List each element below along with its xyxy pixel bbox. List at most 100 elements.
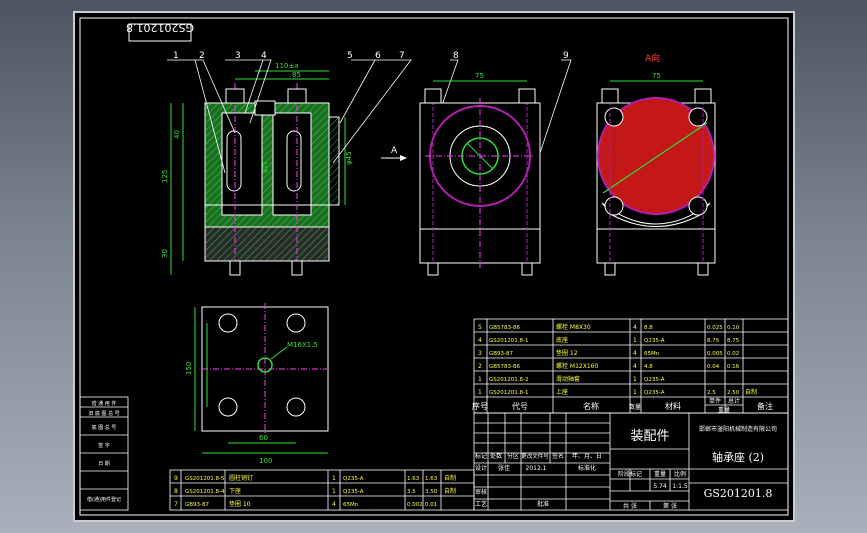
label-sign: 签名: [552, 452, 564, 460]
bom-bottom-r1-c5: 3.5: [407, 489, 416, 495]
weight-value: 5.74: [653, 483, 667, 490]
code-box: [128, 23, 192, 42]
bom-bottom-r1-c3: 1: [332, 488, 336, 495]
section-mark: A: [391, 146, 398, 156]
bom-bottom-r2-c4: 65Mn: [343, 502, 359, 508]
dim-thread: M16X1.5: [287, 341, 318, 349]
bom-header-code: 代号: [512, 401, 528, 411]
label-scale: 比例: [674, 470, 686, 478]
bom-right-r0-c3: 4: [633, 324, 637, 331]
bom-bottom-r1-c2: 下座: [229, 487, 241, 495]
assembly-title: 装配件: [630, 429, 669, 444]
bom-right-r2-c4: 65Mn: [644, 351, 660, 357]
bom-header-qty: 数量: [629, 403, 641, 411]
balloon-6: 6: [375, 51, 381, 61]
inner-border: [79, 17, 789, 516]
bom-bottom-r1-c0: 8: [174, 488, 178, 495]
label-zone: 分区: [507, 452, 519, 460]
bom-right-r5-c7: 自制: [745, 388, 757, 396]
balloon-2: 2: [199, 51, 205, 61]
bom-right-r0-c5: 0.025: [707, 325, 723, 331]
bom-right-r1-c1: GS201201.8-1: [489, 338, 528, 344]
bom-right-r4-c2: 滑动轴套: [556, 375, 580, 383]
label-std: 标准化: [578, 464, 596, 472]
label-process: 工艺: [475, 500, 487, 508]
bom-right-r0-c1: GB5783-86: [489, 325, 521, 331]
strip-item-2: 旧 底 图 总 号: [88, 410, 119, 417]
bom-right-r5-c5: 2.5: [707, 390, 716, 396]
dim-40: 40: [173, 130, 181, 139]
bom-bottom-r0-c2: 圆柱销钉: [229, 474, 253, 482]
balloon-8: 8: [453, 51, 459, 61]
dim-110: 110±a: [275, 62, 299, 70]
bom-right-r4-c0: 1: [478, 376, 482, 383]
bom-bottom-r0-c0: 9: [174, 475, 178, 482]
bom-header-total: 总计: [728, 397, 740, 405]
dim-125: 125: [161, 170, 169, 183]
drawing-sheet: GS201201.8: [73, 11, 795, 522]
bom-right-r1-c4: Q235-A: [644, 338, 665, 344]
designer: 张佳: [498, 464, 510, 472]
design-date: 2012.1: [526, 465, 547, 472]
bom-right-r5-c3: 1: [633, 389, 637, 396]
bom-bottom-grid: [169, 469, 475, 511]
bom-bottom-r2-c6: 0.01: [425, 502, 437, 508]
strip-item-1: 借 通 用 件: [92, 400, 117, 407]
bom-right-r1-c0: 4: [478, 337, 482, 344]
strip-item-5: 日 期: [98, 461, 110, 467]
bom-bottom-r0-c4: Q235-A: [343, 476, 364, 482]
company-name: 邯郸市滏阳机械制造有限公司: [699, 425, 777, 433]
bom-right-r4-c1: GS201201.8-2: [489, 377, 528, 383]
bom-bottom-r0-c1: GS201201.8-5: [185, 476, 225, 482]
bom-right-r0-c4: 8.8: [644, 325, 653, 331]
dim-85: 85: [292, 71, 301, 79]
bom-bottom-r2-c2: 垫圈 10: [229, 500, 251, 508]
view-label-a: A向: [645, 52, 660, 64]
sheet-total: 共 张: [623, 502, 637, 510]
bom-bottom-r0-c5: 1.63: [407, 476, 420, 482]
bom-right-r0-c0: 5: [478, 324, 482, 331]
bom-bottom-r0-c7: 自制: [444, 474, 456, 482]
dim-150: 150: [185, 362, 193, 375]
bom-right-r5-c2: 上座: [556, 388, 568, 396]
bom-right-r3-c1: GB5783-86: [489, 364, 521, 370]
drawing-canvas: GS201201.8: [79, 17, 789, 516]
drawing-number: GS201201.8: [704, 487, 773, 500]
bom-right-r2-c5: 0.005: [707, 351, 723, 357]
bom-right-r0-c2: 螺栓 M8X30: [556, 323, 591, 331]
dim-60: 60: [259, 434, 268, 442]
bom-right-r2-c3: 4: [633, 350, 637, 357]
bom-right-r3-c6: 0.16: [727, 364, 740, 370]
bom-bottom-r0-c3: 1: [332, 475, 336, 482]
dim-dia25: φ25: [262, 161, 269, 173]
bom-right-r1-c5: 8.75: [707, 338, 720, 344]
bom-right-r2-c6: 0.02: [727, 351, 739, 357]
strip-item-4: 签 字: [98, 442, 110, 449]
side-view: [419, 80, 541, 276]
bom-right-r4-c3: 1: [633, 376, 637, 383]
bom-right-r3-c2: 螺栓 M12X160: [556, 362, 598, 370]
bom-right-r5-c4: Q235-A: [644, 390, 665, 396]
label-count: 处数: [490, 452, 502, 460]
label-mark: 标记: [475, 452, 487, 460]
label-stage: 阶段标记: [618, 470, 642, 478]
label-approve: 批准: [537, 500, 549, 508]
scale-value: 1:1.5: [672, 483, 688, 490]
bom-right-r5-c6: 2.50: [727, 390, 740, 396]
bom-header-weight: 重量: [718, 406, 730, 414]
plan-view: [194, 303, 329, 454]
balloon-7: 7: [399, 51, 405, 61]
balloon-9: 9: [563, 51, 569, 61]
strip-item-3: 底 图 总 号: [92, 424, 117, 431]
bom-right-r1-c3: 1: [633, 337, 637, 344]
dim-75-a: 75: [652, 72, 661, 80]
bom-bottom-r2-c3: 4: [332, 501, 336, 508]
bom-right-r3-c3: 4: [633, 363, 637, 370]
bom-bottom-r1-c4: Q235-A: [343, 489, 364, 495]
bom-right-r5-c1: GS201201.8-1: [489, 390, 528, 396]
sheet-no: 第 张: [663, 502, 677, 510]
bom-bottom-r2-c5: 0.002: [407, 502, 423, 508]
